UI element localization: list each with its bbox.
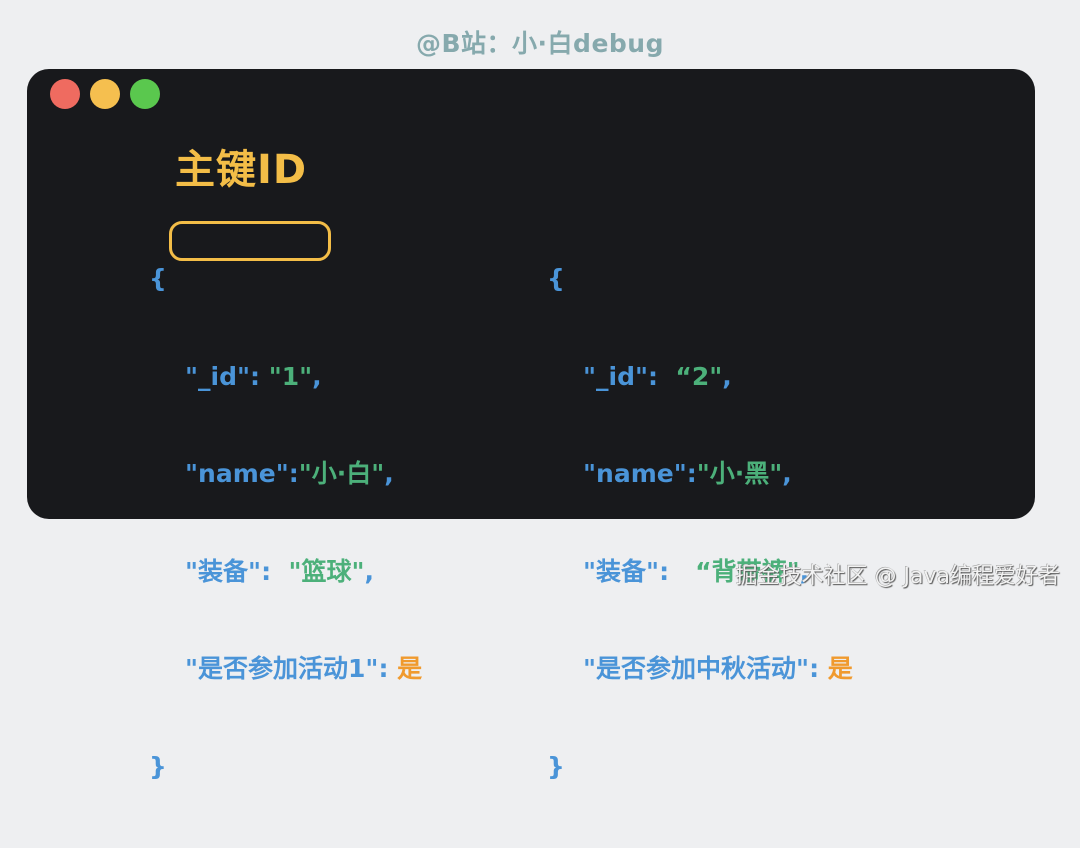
- open-brace: {: [547, 264, 565, 293]
- top-watermark: @B站：小·白debug: [416, 29, 664, 58]
- bottom-watermark: 掘金技术社区 @ Java编程爱好者: [735, 564, 1060, 589]
- doc1-line-activity: "是否参加活动1": 是: [185, 654, 423, 683]
- doc1-line-id: "_id": "1",: [185, 361, 322, 391]
- close-brace: }: [149, 751, 167, 781]
- id-highlight-box: [169, 221, 331, 261]
- code-window: 主键ID { "_id": "1", "name":"小·白", "装备": "…: [27, 69, 1035, 781]
- open-brace: {: [149, 264, 167, 293]
- document-2: { "_id": “2", "name":"小·黑", "装备": “背带裤",…: [547, 198, 853, 848]
- doc2-line-activity: "是否参加中秋活动": 是: [583, 654, 853, 683]
- doc1-line-equipment: "装备": "篮球",: [185, 556, 375, 586]
- close-brace: }: [547, 751, 565, 781]
- doc2-line-name: "name":"小·黑",: [583, 459, 792, 488]
- doc1-line-name: "name":"小·白",: [185, 459, 394, 488]
- close-button[interactable]: [50, 79, 80, 109]
- doc2-line-id: "_id": “2",: [583, 361, 732, 391]
- minimize-button[interactable]: [90, 79, 120, 109]
- document-1: { "_id": "1", "name":"小·白", "装备": "篮球", …: [149, 198, 422, 848]
- doc2-line-equipment: "装备": “背带裤",: [583, 556, 810, 586]
- slide-title: 主键ID: [175, 147, 308, 193]
- maximize-button[interactable]: [130, 79, 160, 109]
